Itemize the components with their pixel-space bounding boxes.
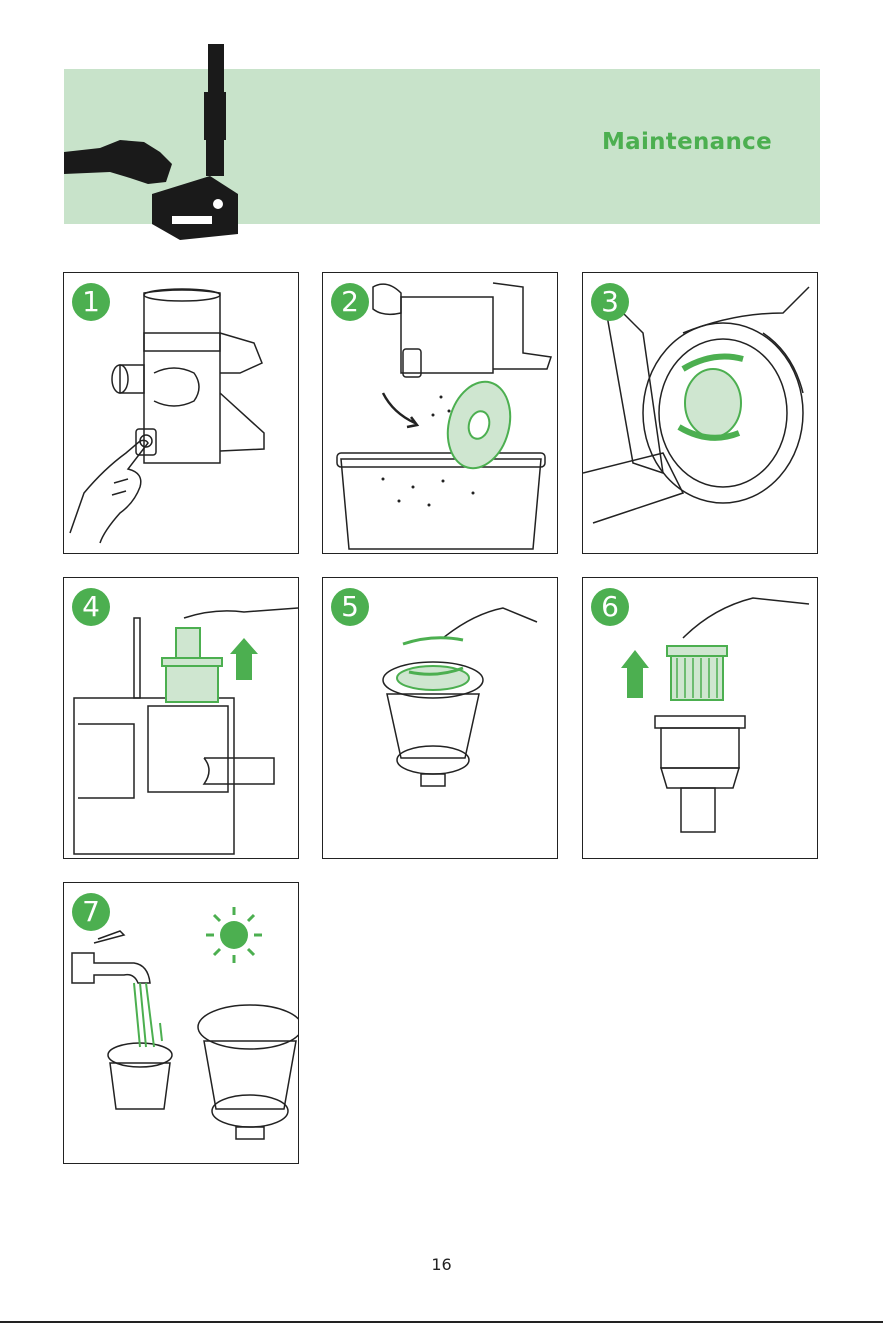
step-2-panel: 2: [322, 272, 558, 554]
step-7-panel: 7: [63, 882, 299, 1164]
bottom-rule: [0, 1321, 883, 1323]
step-3-panel: 3: [582, 272, 818, 554]
step-1-number: 1: [72, 283, 110, 321]
step-1-panel: 1: [63, 272, 299, 554]
step-3-number: 3: [591, 283, 629, 321]
step-6-panel: 6: [582, 577, 818, 859]
step-4-number: 4: [72, 588, 110, 626]
page-number: 16: [0, 1255, 883, 1274]
step-6-number: 6: [591, 588, 629, 626]
step-7-number: 7: [72, 893, 110, 931]
vacuum-hero-illustration: [60, 44, 240, 244]
step-5-number: 5: [331, 588, 369, 626]
sun-icon: [206, 907, 262, 963]
step-4-panel: 4: [63, 577, 299, 859]
section-title: Maintenance: [602, 129, 772, 155]
step-2-number: 2: [331, 283, 369, 321]
step-5-panel: 5: [322, 577, 558, 859]
